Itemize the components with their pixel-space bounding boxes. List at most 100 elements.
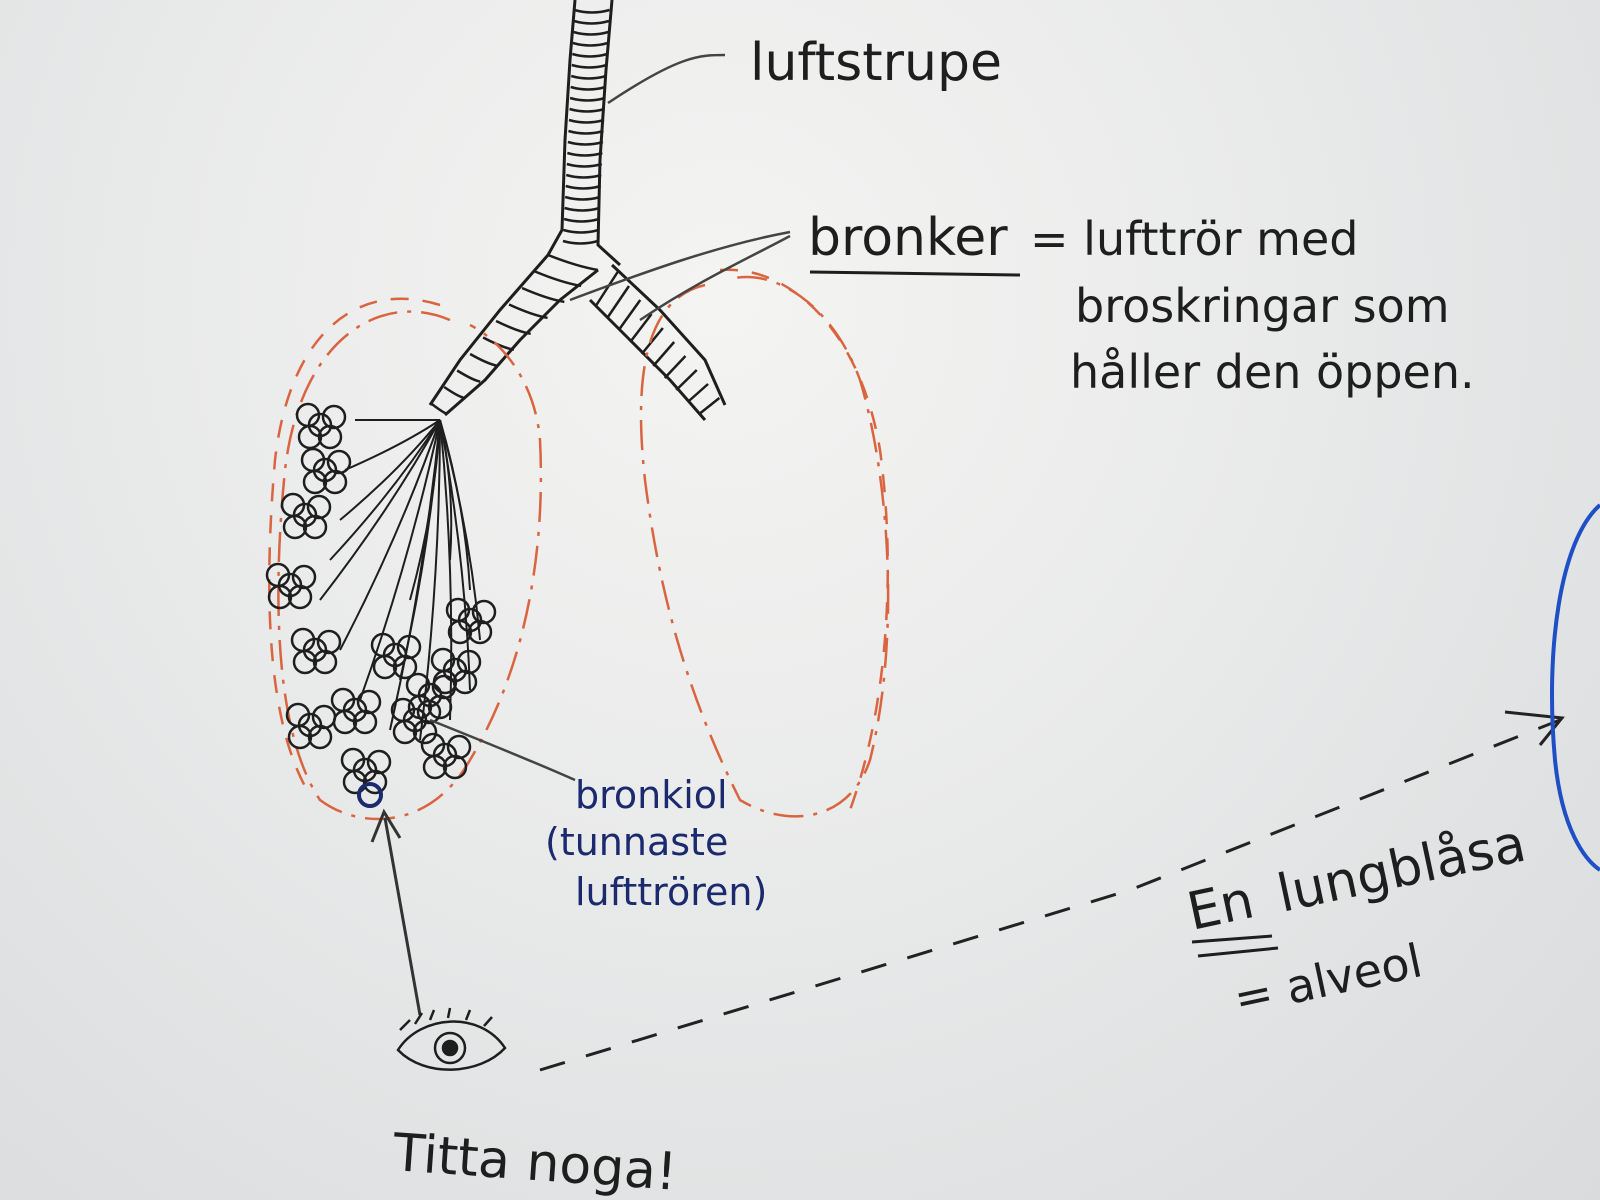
trachea-ring (573, 30, 609, 36)
bronchus-ring (430, 402, 447, 415)
trachea-ring (573, 19, 610, 25)
bronchiole-branch (329, 419, 441, 561)
label-bronkiol-1: bronkiol (575, 773, 728, 817)
trachea-ring (563, 228, 599, 234)
bronchiole-branch (419, 419, 441, 741)
eye-arrow (370, 808, 422, 1016)
alveoli-cluster (340, 747, 392, 795)
bronchus-ring (495, 319, 531, 336)
alveoli-clusters (265, 402, 497, 795)
left-lung-outline (268, 297, 543, 821)
alveolus (292, 649, 318, 675)
dashed-sight-line (539, 710, 1565, 1072)
alveolus (467, 619, 493, 645)
alveolus (407, 694, 433, 720)
alveoli-cluster (405, 672, 457, 720)
alveolus (267, 584, 293, 610)
alveoli-cluster (290, 627, 342, 675)
alveoli-cluster (285, 702, 337, 750)
bronchus-ring (629, 313, 653, 343)
trachea-ring (568, 129, 604, 135)
bronchiole-branch (319, 419, 441, 601)
trachea-ring (571, 52, 608, 58)
right-bronchus (588, 263, 727, 421)
alveolus (307, 724, 333, 750)
trachea-ring (569, 96, 606, 102)
label-tittanoga: Titta noga! (390, 1123, 679, 1200)
label-bronker: bronker (808, 208, 1008, 268)
bronchus-ring (482, 336, 515, 351)
trachea-ring (568, 118, 605, 124)
trachea-ring (570, 85, 606, 91)
bronchiole-branch (344, 419, 441, 471)
label-bronkiol-2: (tunnaste (545, 820, 728, 864)
bronchus-ring (594, 271, 619, 307)
bronchus-ring (686, 383, 709, 403)
alveoli-cluster (280, 492, 332, 540)
alveolus (287, 724, 313, 750)
cartilage-rings (430, 8, 721, 415)
trachea-ring (562, 239, 599, 245)
alveolus (322, 469, 348, 495)
bronchiole-branch (399, 419, 441, 681)
trachea-ring (565, 184, 602, 190)
alveolus (352, 709, 378, 735)
bronchus-ring (521, 286, 565, 304)
trachea-ring (567, 151, 603, 157)
bronchus-ring (675, 369, 698, 391)
label-bronker-def-2: broskringar som (1075, 279, 1450, 333)
alveolus (442, 754, 468, 780)
trachea-ring (563, 217, 600, 223)
alveoli-cluster (330, 687, 382, 735)
alveoli-cluster (265, 562, 317, 610)
bronchus-ring (652, 341, 676, 367)
pointer-lines (429, 53, 791, 782)
bronchiole-branch (439, 419, 471, 591)
label-lungblasa: lungblåsa (1272, 814, 1531, 925)
alveolus (392, 654, 418, 680)
alveolus (302, 514, 328, 540)
bronchus-ring (534, 270, 582, 288)
label-alveol: = alveol (1229, 933, 1427, 1025)
alveoli-cluster (370, 632, 422, 680)
bronchus-ring (698, 397, 721, 415)
alveolus (422, 754, 448, 780)
alveolus (372, 654, 398, 680)
trachea-ring (572, 41, 609, 47)
alveolus (392, 719, 418, 745)
alveolus (317, 424, 343, 450)
trachea-ring (566, 162, 603, 168)
alveolus (312, 649, 338, 675)
label-bronker-def-1: = lufttrör med (1030, 212, 1358, 266)
trachea-ring (565, 173, 602, 179)
highlighted-alveolus (357, 782, 383, 808)
bronchus-ring (443, 385, 464, 399)
alveolus (282, 514, 308, 540)
alveoli-cluster (300, 447, 352, 495)
bronchus-ring (606, 285, 630, 319)
alveoli-cluster (420, 732, 472, 780)
trachea-ring (570, 74, 607, 80)
trachea-ring (564, 206, 600, 212)
bronchus-ring (663, 355, 687, 379)
bronchus-ring (508, 303, 548, 320)
bronchus-ring (456, 369, 481, 383)
trachea (546, 0, 622, 267)
right-lung-outline (639, 268, 890, 818)
label-luftstrupe: luftstrupe (750, 33, 1002, 93)
left-bronchus (428, 254, 599, 417)
alveolus (447, 619, 473, 645)
alveolus (287, 584, 313, 610)
alveolus (297, 424, 323, 450)
bronchiole-branches (319, 418, 481, 741)
bronchiole-branch (339, 419, 441, 651)
alveolus (412, 719, 438, 745)
trachea-ring (571, 63, 608, 69)
bronchus-ring (617, 299, 642, 331)
alveolus (302, 469, 328, 495)
alveolus-closeup-edge (1550, 503, 1600, 872)
label-bronkiol-3: lufttrören) (575, 870, 767, 914)
bronchiole-branch (359, 419, 441, 701)
alveolus (362, 769, 388, 795)
